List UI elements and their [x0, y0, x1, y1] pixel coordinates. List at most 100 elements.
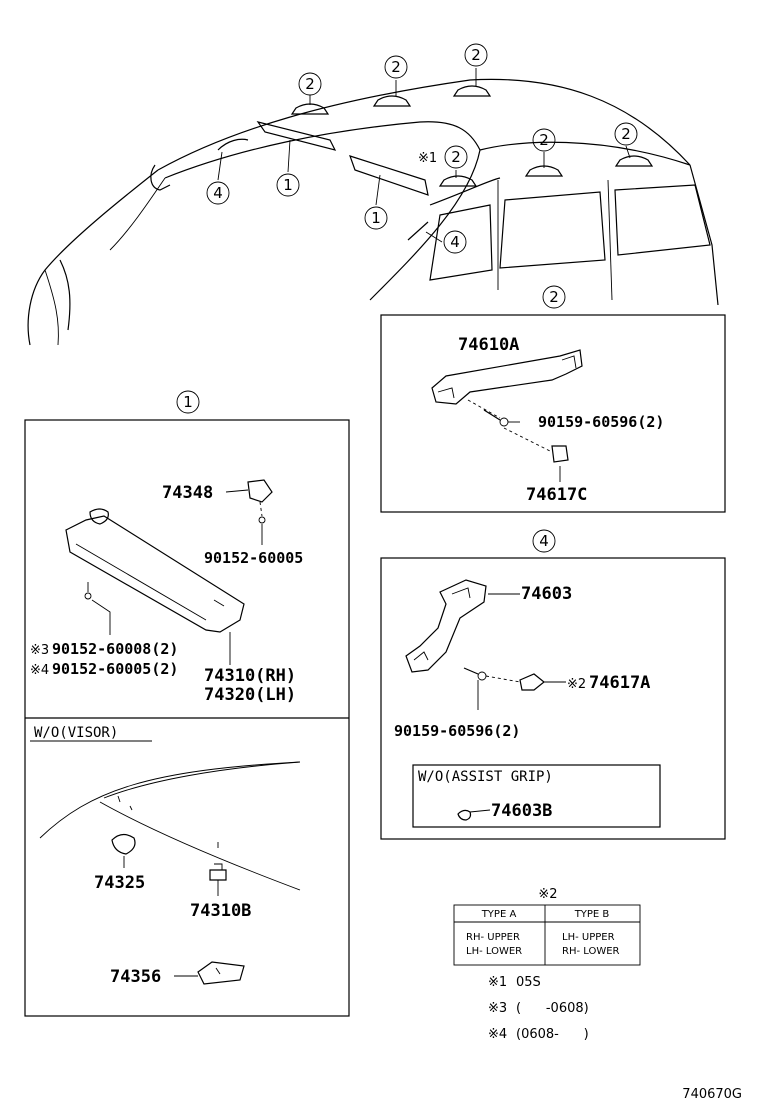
roof-grip-6	[614, 155, 654, 167]
windshield	[164, 121, 481, 301]
pillar-c	[607, 179, 613, 301]
callout-4b: 4	[443, 230, 467, 254]
footnote-4-text: (0608- )	[516, 1027, 589, 1042]
part-74310-rh: 74310(RH)	[204, 666, 296, 686]
svg-text:2: 2	[539, 131, 549, 149]
door-top	[429, 177, 501, 206]
type-b-header: TYPE B	[574, 909, 610, 920]
visor-left	[256, 121, 337, 151]
panel-4: 4 74603 90159-60596(2) ※2 74617A W/O(ASS…	[380, 529, 726, 840]
panel-1-header: 1	[183, 393, 193, 411]
svg-text:4: 4	[450, 233, 460, 251]
footnote-1-text: 05S	[516, 975, 541, 990]
part-74310B-drawing	[209, 869, 227, 881]
callout-1b: 1	[364, 206, 388, 230]
type-a-line-1: RH- UPPER	[466, 932, 520, 943]
wo-visor-title: W/O(VISOR)	[34, 725, 118, 741]
roof-grip-2	[372, 95, 412, 107]
part-90159-60596: 90159-60596(2)	[538, 413, 664, 431]
footnote-3-text: ( -0608)	[516, 1001, 589, 1016]
hood-line	[27, 169, 159, 346]
footnote-1-mark: ※1	[488, 975, 507, 990]
panel-1: 1 74348 90152-60005 ※3 90152-60008(2) ※4…	[24, 390, 350, 1017]
panel-4-box	[380, 557, 726, 840]
part-90152-60008: 90152-60008(2)	[52, 640, 178, 658]
part-74603B-drawing	[457, 809, 472, 821]
svg-text:2: 2	[391, 58, 401, 76]
callout-2b: 2	[384, 55, 408, 79]
side-grip-right	[407, 221, 429, 241]
svg-text:4: 4	[213, 184, 223, 202]
callout-2f: 2	[614, 122, 638, 146]
note-mark-2: ※2	[567, 677, 586, 692]
type-a-line-2: LH- LOWER	[466, 946, 522, 957]
type-b-line-1: LH- UPPER	[562, 932, 615, 943]
svg-text:2: 2	[305, 75, 315, 93]
panel-2: 2 74610A 90159-60596(2) 74617C	[380, 285, 726, 513]
roof-grip-4	[438, 175, 478, 187]
part-74603B: 74603B	[491, 801, 552, 821]
part-74356: 74356	[110, 967, 161, 987]
panel-2-header: 2	[549, 288, 559, 306]
headliner-edge-2	[99, 801, 301, 891]
part-74610A: 74610A	[458, 335, 519, 355]
visor-right	[349, 155, 429, 196]
cover-74617A-drawing	[519, 673, 545, 691]
sun-visor-drawing	[65, 515, 245, 633]
part-74325: 74325	[94, 873, 145, 893]
part-74310B: 74310B	[190, 901, 251, 921]
rear-line	[689, 164, 719, 306]
part-74617A: 74617A	[589, 673, 650, 693]
diagram-code: 740670G	[682, 1087, 742, 1102]
panel-4-header: 4	[539, 532, 549, 550]
type-a-header: TYPE A	[481, 909, 517, 920]
roof-grip-3	[452, 85, 492, 97]
part-90152-60005-2: 90152-60005(2)	[52, 660, 178, 678]
rear-window	[614, 184, 711, 256]
roof-grip-1	[290, 103, 330, 115]
visor-pivot	[89, 508, 109, 525]
part-74348: 74348	[162, 483, 213, 503]
part-74325-drawing	[111, 833, 136, 855]
type-table-frame	[453, 904, 641, 966]
callout-4a: 4	[206, 181, 230, 205]
side-top	[479, 141, 691, 166]
vehicle-overview: 2 2 2 ※1 2 2 2 1 1	[27, 43, 719, 346]
grip-74610A-drawing	[431, 349, 583, 405]
type-table-mark: ※2	[538, 887, 557, 902]
screw-drawing	[483, 409, 501, 421]
callout-2a: 2	[298, 72, 322, 96]
type-table: ※2 TYPE A TYPE B RH- UPPER LH- LOWER LH-…	[453, 887, 641, 966]
roof-line	[157, 78, 691, 171]
part-74617C: 74617C	[526, 485, 587, 505]
svg-text:1: 1	[371, 209, 381, 227]
part-90152-60005: 90152-60005	[204, 549, 303, 567]
callout-1a: 1	[276, 173, 300, 197]
headlight-edge	[59, 259, 71, 331]
footnote-3-mark: ※3	[488, 1001, 507, 1016]
type-b-line-2: RH- LOWER	[562, 946, 620, 957]
callout-2c: 2	[464, 43, 488, 67]
svg-text:2: 2	[471, 46, 481, 64]
panel-4-header-circle	[532, 529, 556, 553]
grip-74603-drawing	[405, 579, 487, 673]
svg-text:※1: ※1	[418, 151, 437, 166]
footnote-4-mark: ※4	[488, 1027, 507, 1042]
side-grip-left	[217, 138, 249, 151]
note-mark-4: ※4	[30, 663, 49, 678]
cover-74617C-drawing	[551, 445, 569, 463]
svg-text:2: 2	[621, 125, 631, 143]
mid-window	[499, 191, 606, 269]
note-mark-3: ※3	[30, 643, 49, 658]
svg-text:1: 1	[283, 176, 293, 194]
callout-2e: 2	[532, 128, 556, 152]
front-edge	[44, 269, 59, 346]
wo-assist-grip-box	[412, 764, 661, 828]
mirror	[150, 164, 171, 191]
footnotes: ※1 05S ※3 ( -0608) ※4 (0608- )	[488, 975, 589, 1042]
front-door-window	[429, 204, 493, 281]
panel-2-header-circle	[542, 285, 566, 309]
headliner-edge-1	[39, 761, 301, 839]
